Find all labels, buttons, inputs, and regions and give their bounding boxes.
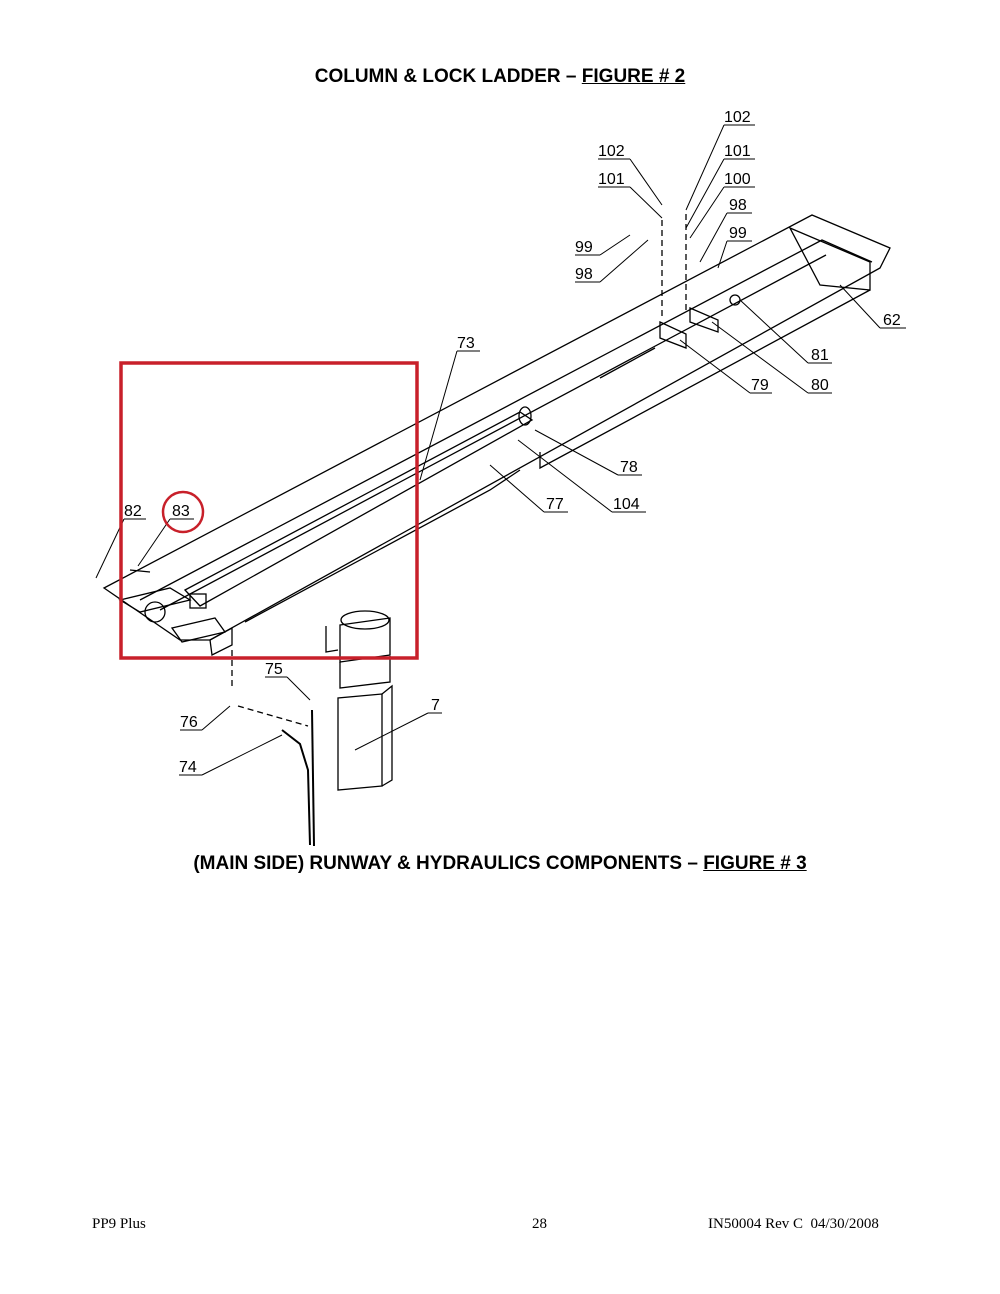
callout-label: 80 (811, 377, 829, 394)
callout-label: 7 (431, 697, 440, 714)
callout-label: 99 (575, 239, 593, 256)
footer-document-id: IN50004 Rev C 04/30/2008 (708, 1216, 879, 1232)
figure3-caption: (MAIN SIDE) RUNWAY & HYDRAULICS COMPONEN… (0, 853, 1000, 875)
runway-inner-edge-1 (139, 239, 873, 601)
runway-drawing (102, 214, 891, 847)
figure3-caption-number: FIGURE # 3 (703, 853, 807, 874)
block-83 (189, 593, 207, 609)
hydraulic-line (244, 469, 521, 623)
motor (339, 617, 391, 663)
sheave (144, 601, 166, 623)
motor-top (340, 610, 390, 630)
callout-label: 77 (546, 496, 564, 513)
footer-model: PP9 Plus (92, 1216, 146, 1232)
reservoir-side (381, 684, 393, 787)
callout-label: 98 (729, 197, 747, 214)
callout-label: 101 (724, 143, 751, 160)
callout-label: 81 (811, 347, 829, 364)
callout-label: 100 (724, 171, 751, 188)
figure2-caption: COLUMN & LOCK LADDER – FIGURE # 2 (0, 66, 1000, 88)
callout-label: 76 (180, 714, 198, 731)
callout-label: 75 (265, 661, 283, 678)
callout-label: 74 (179, 759, 197, 776)
bracket-79 (659, 320, 687, 349)
highlight-circle (161, 490, 205, 534)
cylinder-end (518, 406, 532, 426)
callout-label: 104 (613, 496, 640, 513)
runway-end-box (209, 626, 233, 656)
pin-82 (129, 569, 151, 573)
bracket-80 (689, 307, 719, 333)
callout-labels: 102 101 100 98 99 102 101 99 98 62 73 81… (124, 109, 901, 776)
callout-label: 102 (724, 109, 751, 126)
runway-hydraulics-diagram: 102 101 100 98 99 102 101 99 98 62 73 81… (95, 109, 906, 847)
runway-outline (102, 214, 891, 641)
callout-label: 102 (598, 143, 625, 160)
callout-label: 79 (751, 377, 769, 394)
leader-lines (95, 124, 906, 776)
motor-mount (325, 626, 339, 653)
footer-page-number: 28 (532, 1216, 547, 1232)
callout-label: 83 (172, 503, 190, 520)
callout-label: 99 (729, 225, 747, 242)
callout-label: 78 (620, 459, 638, 476)
reservoir (337, 693, 383, 791)
cylinder-body (183, 411, 534, 607)
figure3-caption-text: (MAIN SIDE) RUNWAY & HYDRAULICS COMPONEN… (193, 853, 704, 874)
hose-75 (311, 709, 315, 847)
callout-label: 82 (124, 503, 142, 520)
hose-74 (281, 729, 311, 846)
highlight-box (119, 361, 419, 660)
callout-label: 73 (457, 335, 475, 352)
pump-body (339, 656, 391, 689)
dash-74 (237, 705, 309, 727)
equalizer-rod (599, 347, 656, 379)
runway-inner-edge-2 (159, 254, 827, 611)
callout-label: 62 (883, 312, 901, 329)
figure2-caption-number: FIGURE # 2 (581, 66, 686, 87)
callout-label: 98 (575, 266, 593, 283)
front-bracket (170, 617, 227, 643)
figure2-caption-text: COLUMN & LOCK LADDER – (314, 66, 582, 87)
callout-label: 101 (598, 171, 625, 188)
